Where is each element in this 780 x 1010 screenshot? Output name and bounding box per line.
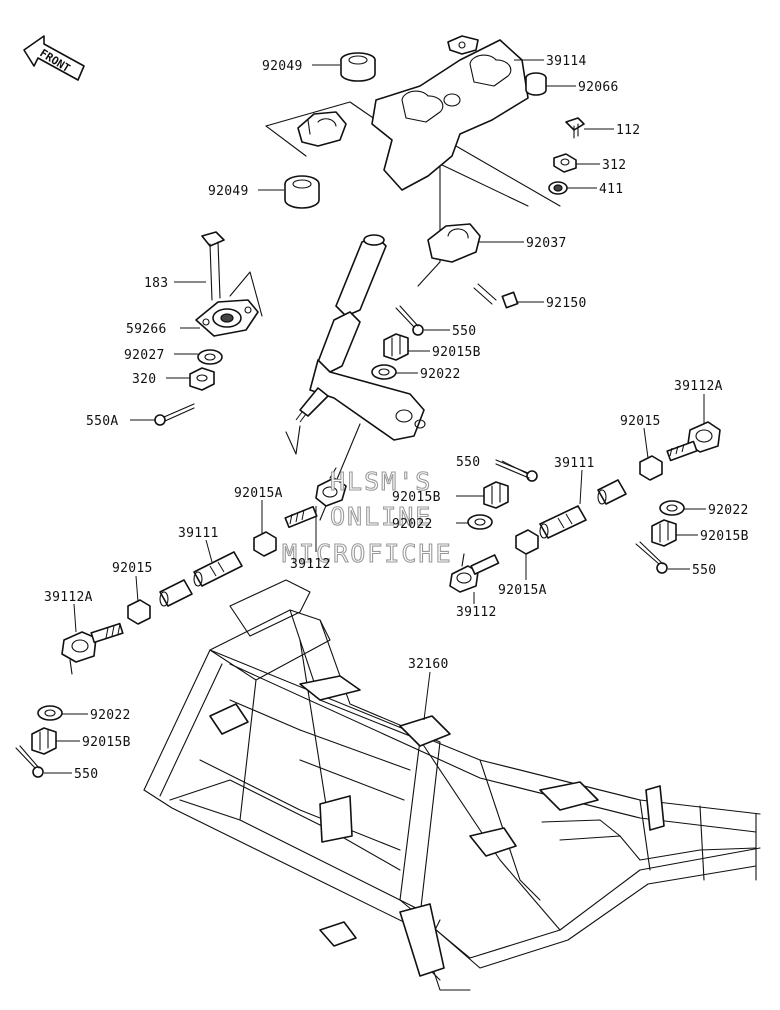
small-nut-part [553,153,577,173]
handlebar-holder-part [371,35,529,191]
callout-label: 92015B [432,345,481,360]
bearing-housing-part [195,271,263,337]
callout-label: 59266 [126,322,167,337]
callout-label: 92015B [82,735,131,750]
steering-shaft-part [295,234,426,441]
upper-clamp-half-part [297,111,347,147]
callout-label: 92150 [546,296,587,311]
callout-label: 92022 [90,708,131,723]
tie-rod-end-center-right-part [449,553,500,593]
callout-label: 550 [692,563,716,578]
lower-bushing-part [284,175,320,209]
washer-right-middle-part [467,514,493,530]
callout-label: 39112A [674,379,723,394]
cotter-pin-lower-left-part [15,745,44,778]
bearing-nut-part [189,367,215,391]
lock-nut-right-middle-part [515,529,539,555]
callout-label: 92027 [124,348,165,363]
callout-label: 92015B [700,529,749,544]
washer-lower-left-part [37,705,63,721]
callout-label: 92037 [526,236,567,251]
watermark-line-3: MICROFICHE [282,539,453,568]
rubber-cap-part [525,72,547,96]
clamp-bolt-part [473,283,519,309]
castle-nut-lower-left-part [31,727,57,755]
callout-labels: 92049 39114 92066 112 312 92049 411 9203… [44,54,749,782]
cotter-pin-left-part [154,403,195,426]
tie-rod-left-part [159,551,243,607]
callout-label: 550 [456,455,480,470]
small-washer-part [548,181,568,195]
front-direction-arrow: FRONT [23,35,85,81]
callout-label: 92015 [620,414,661,429]
tie-rod-end-center-left-part [284,467,347,529]
callout-label: 39114 [546,54,587,69]
callout-label: 92015 [112,561,153,576]
callout-label: 39112A [44,590,93,605]
callout-label: 39111 [178,526,219,541]
tie-rod-right-part [539,479,627,539]
callout-label: 39111 [554,456,595,471]
cotter-pin-center-part [395,305,424,336]
watermark-line-2: ONLINE [330,502,432,531]
tie-rod-end-right-part [666,421,721,462]
washer-far-right-part [659,500,685,516]
callout-label: 92049 [262,59,303,74]
lock-nut-left-part [127,599,151,625]
callout-label: 92015A [498,583,547,598]
callout-label: 92022 [392,517,433,532]
callout-label: 39112 [456,605,497,620]
cotter-pin-right-upper-part [495,459,538,482]
callout-label: 312 [602,158,626,173]
small-bolt-part [565,117,585,139]
lock-nut-right-part [639,455,663,481]
castle-nut-right-middle-part [483,481,509,509]
callout-label: 411 [599,182,623,197]
bearing-washer-part [197,349,223,365]
callout-label: 112 [616,123,640,138]
callout-label: 92015A [234,486,283,501]
callout-label: 92049 [208,184,249,199]
callout-label: 550A [86,414,119,429]
callout-label: 320 [132,372,156,387]
lock-nut-left-center-part [253,531,277,557]
cotter-pin-far-right-part [635,541,668,574]
bearing-bolt-part [201,231,225,301]
callout-label: 92022 [708,503,749,518]
lower-clamp-part [427,223,481,263]
callout-label: 183 [144,276,168,291]
callout-label: 92015B [392,490,441,505]
watermark-line-1: HLSM'S [330,467,432,496]
shaft-axis-mark [285,425,301,455]
callout-label: 92022 [420,367,461,382]
callout-label: 92066 [578,80,619,95]
leader-lines [44,59,706,774]
watermark: HLSM'S ONLINE MICROFICHE [281,466,453,568]
callout-label: 550 [74,767,98,782]
washer-center-part [371,364,397,380]
castle-nut-far-right-part [651,519,677,547]
tie-rod-end-left-part [61,622,124,675]
frame-part [143,579,761,991]
callout-label: 39112 [290,557,331,572]
callout-label: 32160 [408,657,449,672]
castle-nut-center-part [383,333,409,361]
upper-bushing-part [340,52,376,82]
callout-label: 550 [452,324,476,339]
